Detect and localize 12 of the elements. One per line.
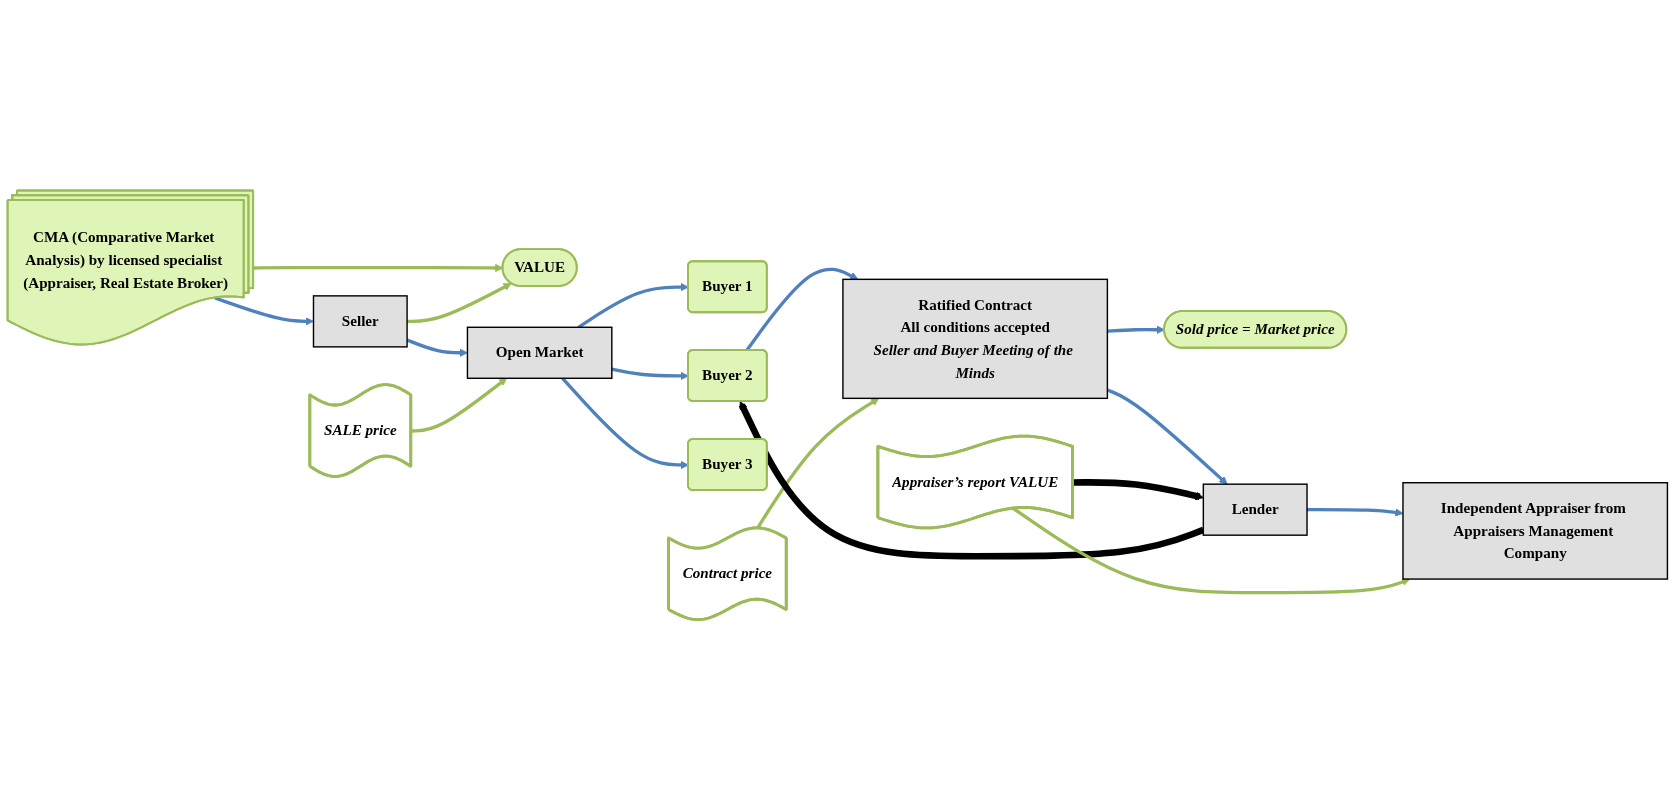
arrow [738, 401, 1205, 560]
node-box: Seller [312, 295, 408, 348]
arrow [407, 283, 512, 323]
arrow [1012, 507, 1411, 595]
arrow [411, 377, 508, 433]
arrow [1107, 325, 1165, 334]
node-box: Ratified Contract All conditions accepted Seller and Buyer Meeting of the Minds [842, 278, 1109, 399]
arrow [214, 296, 314, 326]
node-box: Open Market [466, 326, 613, 379]
arrow [1072, 479, 1204, 500]
node-box: Independent Appraiser from Appraisers Management Company [1402, 481, 1669, 580]
node-box: Lender [1202, 483, 1308, 536]
